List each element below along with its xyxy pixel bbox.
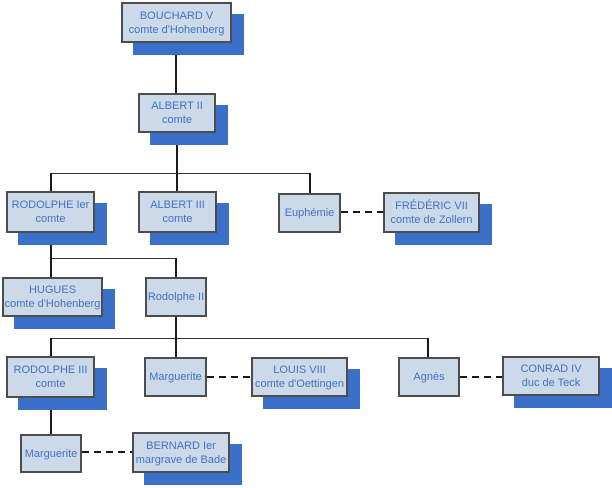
person-title: comte <box>162 114 192 126</box>
person-title: comte d'Hohenberg <box>128 23 225 36</box>
tree-connector-line <box>50 258 52 277</box>
person-name: Agnès <box>413 371 445 383</box>
person-name: RODOLPHE III <box>13 364 88 376</box>
person-node-albert-ii[interactable]: ALBERT II comte <box>138 93 216 133</box>
tree-connector-line <box>176 173 178 191</box>
tree-connector-line <box>50 398 52 434</box>
tree-connector-line <box>175 338 177 357</box>
marriage-connector-line <box>460 376 502 378</box>
person-title: comte d'Oettingen <box>255 378 344 390</box>
person-node-rodolphe-iii[interactable]: RODOLPHE III comte <box>6 356 95 398</box>
tree-connector-line <box>175 258 177 277</box>
person-title: margrave de Bade <box>135 453 227 466</box>
person-node-agnes[interactable]: Agnès <box>398 357 460 397</box>
marriage-connector-line <box>82 451 132 453</box>
tree-connector-line <box>427 338 429 357</box>
tree-connector-line <box>51 173 310 174</box>
person-name: BERNARD Ier <box>146 439 216 452</box>
tree-connector-line <box>51 258 176 259</box>
person-title: comte <box>35 213 66 225</box>
person-name: CONRAD IV <box>520 363 582 375</box>
person-name: RODOLPHE Ier <box>11 199 90 211</box>
tree-connector-line <box>309 173 311 193</box>
person-title: duc de Teck <box>521 377 581 389</box>
person-node-conrad-iv[interactable]: CONRAD IV duc de Teck <box>502 356 600 396</box>
person-name: FRÉDÉRIC VII <box>395 199 468 212</box>
tree-connector-line <box>175 43 177 93</box>
tree-connector-line <box>50 233 52 258</box>
tree-connector-line <box>176 133 178 173</box>
person-title: comte <box>35 378 66 390</box>
marriage-connector-line <box>341 211 383 213</box>
person-name: Rodolphe II <box>147 291 205 303</box>
person-node-albert-iii[interactable]: ALBERT III comte <box>138 191 217 233</box>
person-name: Euphémie <box>284 207 335 219</box>
tree-connector-line <box>51 338 428 339</box>
person-name: BOUCHARD V <box>139 9 214 22</box>
person-node-rodolphe-ier[interactable]: RODOLPHE Ier comte <box>6 191 95 233</box>
tree-connector-line <box>175 317 177 338</box>
person-node-hugues[interactable]: HUGUES comte d'Hohenberg <box>2 277 103 317</box>
person-name: Marguerite <box>149 371 202 383</box>
tree-connector-line <box>50 173 52 191</box>
person-node-marguerite-2[interactable]: Marguerite <box>20 434 82 473</box>
tree-connector-line <box>50 338 52 356</box>
marriage-connector-line <box>207 376 251 378</box>
person-node-rodolphe-ii[interactable]: Rodolphe II <box>145 277 207 317</box>
person-node-louis-viii[interactable]: LOUIS VIII comte d'Oettingen <box>251 357 348 397</box>
person-title: comte d'Hohenberg <box>4 298 101 310</box>
person-title: comte de Zollern <box>390 213 473 226</box>
person-name: HUGUES <box>28 284 77 296</box>
person-name: Marguerite <box>24 447 78 460</box>
person-name: ALBERT II <box>151 100 203 112</box>
person-title: comte <box>162 213 193 225</box>
person-node-euphemie[interactable]: Euphémie <box>278 193 341 233</box>
person-name: LOUIS VIII <box>273 364 326 376</box>
person-node-marguerite[interactable]: Marguerite <box>144 357 207 397</box>
person-name: ALBERT III <box>150 199 205 211</box>
